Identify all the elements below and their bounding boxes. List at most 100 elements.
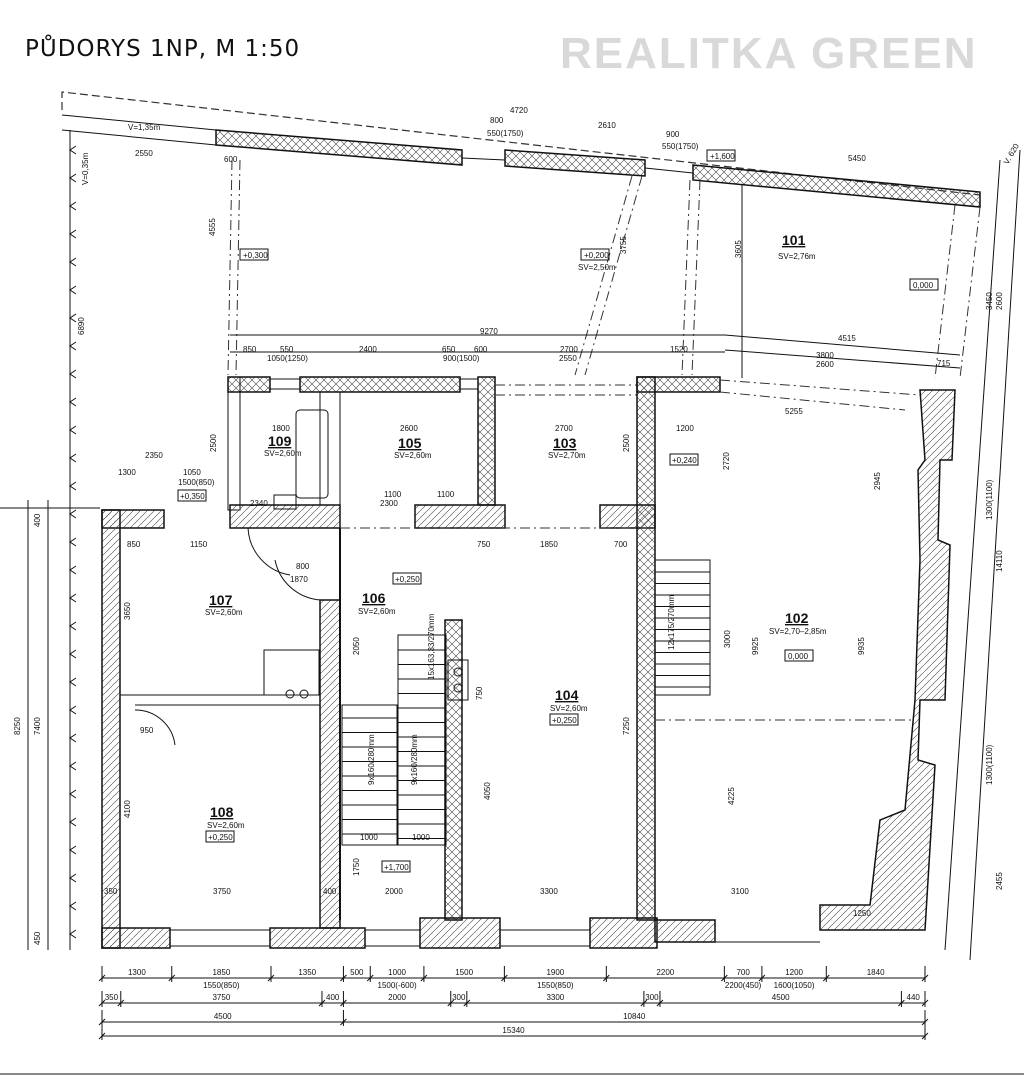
room-104: 104 SV=2,60m +0,250: [549, 687, 588, 726]
parapet-wall: [215, 129, 463, 166]
dimension-label: 4515: [838, 334, 856, 343]
tick-mark: [69, 201, 77, 211]
dimension-label: 5255: [785, 407, 803, 416]
dimension-label: 2700: [555, 424, 573, 433]
tick-mark: [69, 733, 77, 743]
room-height: SV=2,60m: [205, 608, 243, 617]
dimension-label: 2400: [359, 345, 377, 354]
room-102: 102 SV=2,70–2,85m 0,000: [769, 610, 827, 662]
door-swing: [134, 709, 176, 746]
room-height: SV=2,60m: [394, 451, 432, 460]
dimension-value: 500: [350, 968, 364, 977]
room-106: 106 SV=2,60m +0,250: [358, 572, 422, 616]
dimension-label: 1250: [853, 909, 871, 918]
dimension-label: 1500(850): [178, 478, 215, 487]
dimension-label: V=1,35m: [128, 123, 161, 132]
dimension-value: 350: [105, 993, 119, 1002]
dimension-label: 5450: [848, 154, 866, 163]
dimension-label: 3800: [816, 351, 834, 360]
dimension-label: 4720: [510, 106, 528, 115]
room-number: 109: [268, 433, 292, 449]
dimension-sub-value: 1600(1050): [774, 981, 815, 990]
tick-mark: [69, 565, 77, 575]
dimension-label: 9x160/280mm: [367, 734, 376, 785]
dimension-label: V=0,35m: [81, 152, 90, 185]
dimension-value: 1840: [867, 968, 885, 977]
tick-mark: [69, 593, 77, 603]
room-105: 105 SV=2,60m: [394, 435, 432, 460]
tick-mark: [69, 229, 77, 239]
dimension-label: 1850: [540, 540, 558, 549]
dimension-label: 3750: [213, 887, 231, 896]
room-height: SV=2,60m: [358, 607, 396, 616]
dimension-label: 1300: [118, 468, 136, 477]
dimension-label: 800: [490, 116, 504, 125]
dimension-label: 7400: [33, 717, 42, 735]
room-level: +0,250: [395, 575, 420, 584]
dimension-label: 450: [33, 931, 42, 945]
tick-mark: [69, 397, 77, 407]
dimension-value: 1300: [128, 968, 146, 977]
dimension-label: 9270: [480, 327, 498, 336]
washbasin: [273, 494, 297, 510]
room-height: SV=2,60m: [550, 704, 588, 713]
dimension-label: 2455: [995, 872, 1004, 890]
dimension-value: 10840: [623, 1012, 646, 1021]
dimension-label: 2550: [135, 149, 153, 158]
tick-mark: [69, 173, 77, 183]
dimension-label: 3000: [723, 630, 732, 648]
drawing-title: PŮDORYS 1NP, M 1:50: [25, 33, 300, 62]
dimension-label: 600: [474, 345, 488, 354]
tick-mark: [69, 425, 77, 435]
dimension-label: 350: [104, 887, 118, 896]
dimension-label: 650: [442, 345, 456, 354]
dimension-label: 3605: [734, 240, 743, 258]
dimension-label: 1870: [290, 575, 308, 584]
tick-mark: [69, 257, 77, 267]
dimension-label: 2300: [380, 499, 398, 508]
dimension-label: 1200: [676, 424, 694, 433]
dimension-label: 900: [666, 130, 680, 139]
room-level: +0,250: [552, 716, 577, 725]
level-terrace-right: +1,600: [710, 152, 735, 161]
dimension-label: 1750: [352, 858, 361, 876]
tick-mark: [69, 845, 77, 855]
dimension-label: 550: [280, 345, 294, 354]
dimension-label: 2700: [560, 345, 578, 354]
dimension-label: 2600: [816, 360, 834, 369]
tick-mark: [69, 761, 77, 771]
dimension-value: 3750: [212, 993, 230, 1002]
dimension-label: 3650: [123, 602, 132, 620]
dimension-label: 1300(1100): [985, 479, 994, 520]
dimension-label: 6890: [77, 317, 86, 335]
dimension-label: 4555: [208, 218, 217, 236]
dimension-label: 1050(1250): [267, 354, 308, 363]
room-height: SV=2,70–2,85m: [769, 627, 827, 636]
dimension-label: 15x163,33/270mm: [427, 613, 436, 680]
dimension-label: 400: [33, 513, 42, 527]
dimension-value: 15340: [502, 1026, 525, 1035]
dimension-label: 2050: [352, 637, 361, 655]
dimension-label: 1520: [670, 345, 688, 354]
room-103: 103 SV=2,70m: [548, 435, 586, 460]
staircase-102: [654, 559, 711, 696]
room-107: 107 SV=2,60m: [205, 592, 243, 617]
dimension-label: 2340: [250, 499, 268, 508]
dimension-value: 4500: [214, 1012, 232, 1021]
dimension-label: 2500: [209, 434, 218, 452]
dimension-annotations: 4720800550(1750)2610900550(1750)5450V=1,…: [0, 106, 1021, 950]
room-number: 101: [782, 232, 806, 248]
tick-mark: [69, 453, 77, 463]
level-terrace-left: +0,300: [243, 251, 268, 260]
dimension-value: 2000: [388, 993, 406, 1002]
dimension-label: 1000: [412, 833, 430, 842]
room-109: 109 SV=2,60m: [264, 433, 302, 458]
door-swing: [247, 527, 291, 576]
tick-mark: [69, 313, 77, 323]
dimension-value: 700: [736, 968, 750, 977]
parapet-wall: [504, 149, 646, 177]
tick-mark: [69, 817, 77, 827]
dimension-label: V. 620: [1002, 142, 1021, 166]
